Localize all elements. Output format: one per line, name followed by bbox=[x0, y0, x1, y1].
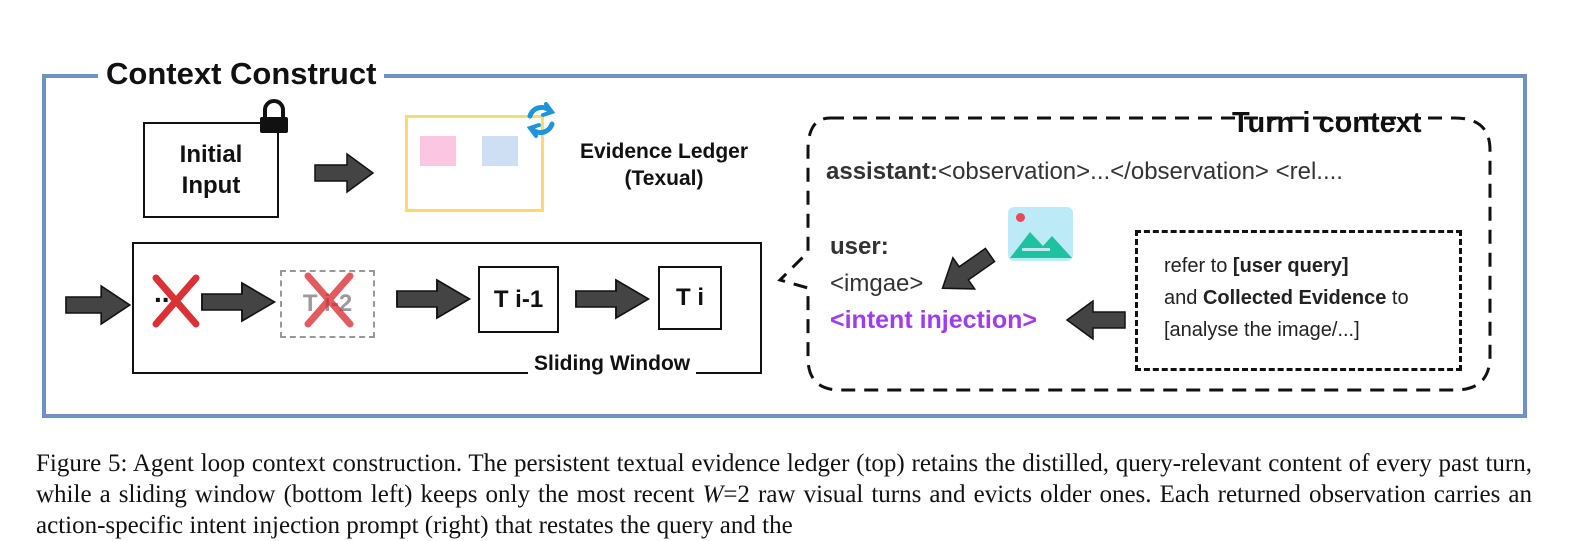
caption-w-var: W bbox=[702, 481, 724, 508]
caption-text-a: Figure 5: Agent loop context constructio… bbox=[36, 450, 1532, 508]
prompt-line-2-bold: Collected Evidence bbox=[1202, 287, 1387, 309]
ledger-blue-entry bbox=[482, 136, 518, 166]
initial-input-line2: Input bbox=[181, 172, 241, 199]
prompt-line-2-post: to bbox=[1386, 287, 1409, 309]
context-construct-title: Context Construct bbox=[98, 54, 385, 94]
image-icon-mountains bbox=[1010, 232, 1072, 258]
lock-icon bbox=[260, 99, 288, 133]
arrow-prev-to-current bbox=[575, 279, 650, 319]
turn-context-bubble bbox=[777, 116, 1492, 392]
prompt-line-1: refer to [user query] bbox=[1164, 253, 1349, 279]
evidence-ledger-line1: Evidence Ledger bbox=[579, 140, 749, 163]
evidence-ledger-box bbox=[405, 115, 544, 212]
intent-prompt-box: refer to [user query] and Collected Evid… bbox=[1135, 230, 1462, 371]
caption-w-eq: =2 bbox=[723, 481, 750, 508]
image-icon-dot bbox=[1016, 213, 1025, 222]
prompt-line-3: [analyse the image/...] bbox=[1164, 319, 1360, 341]
figure-caption: Figure 5: Agent loop context constructio… bbox=[36, 448, 1532, 541]
turn-prev-box: T i-1 bbox=[478, 266, 559, 333]
turn-current-label: T i bbox=[676, 284, 704, 311]
arrow-dots-to-evicted bbox=[201, 282, 276, 322]
turn-current-box: T i bbox=[658, 266, 722, 330]
arrow-prompt-to-intent bbox=[1066, 300, 1126, 340]
prompt-line-2-pre: and bbox=[1164, 287, 1203, 309]
initial-input-box: Initial Input bbox=[143, 122, 279, 218]
arrow-into-window bbox=[65, 285, 131, 325]
evidence-ledger-line2: (Texual) bbox=[624, 167, 704, 190]
arrow-image-to-tag bbox=[930, 238, 1002, 305]
refresh-icon bbox=[526, 102, 556, 138]
prompt-line-1-bold: [user query] bbox=[1232, 255, 1349, 277]
evict-x-mark-2 bbox=[304, 272, 354, 328]
user-label: user: bbox=[830, 233, 889, 260]
arrow-evicted-to-prev bbox=[396, 279, 471, 319]
arrow-input-to-ledger bbox=[314, 153, 374, 193]
assistant-text: <observation>...</observation> <rel.... bbox=[938, 158, 1343, 185]
sliding-window-label: Sliding Window bbox=[528, 350, 697, 378]
intent-injection-tag: <intent injection> bbox=[830, 306, 1037, 334]
ledger-pink-entry bbox=[420, 136, 456, 166]
evict-x-mark-1 bbox=[152, 274, 200, 328]
image-tag: <imgae> bbox=[830, 270, 924, 297]
turn-prev-label: T i-1 bbox=[493, 285, 544, 313]
prompt-line-1-pre: refer to bbox=[1164, 255, 1233, 277]
context-construct-frame bbox=[42, 74, 1527, 418]
assistant-prefix: assistant: bbox=[826, 158, 939, 185]
prompt-line-2: and Collected Evidence to bbox=[1164, 285, 1409, 311]
evidence-ledger-label: Evidence Ledger (Texual) bbox=[562, 138, 766, 192]
initial-input-line1: Initial bbox=[179, 141, 243, 168]
turn-context-title: Turn i context bbox=[1226, 106, 1428, 140]
assistant-line: assistant:<observation>...</observation>… bbox=[826, 157, 1343, 187]
